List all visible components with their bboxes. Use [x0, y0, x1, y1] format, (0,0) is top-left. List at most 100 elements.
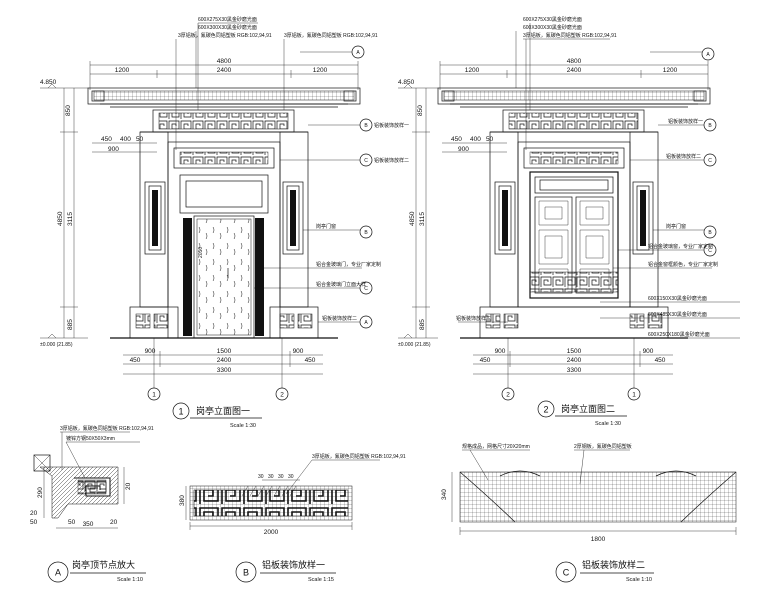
elev2-note-right-6: 600X150X30黑金砂磨光面	[648, 295, 707, 302]
elev2-scale: Scale 1:30	[595, 421, 621, 427]
elev1-axis-1: 1	[152, 392, 156, 399]
elev1-note-right-3: 岗亭门窗	[316, 223, 336, 230]
detail-a-dim-20: 20	[125, 482, 132, 490]
elev1-scale: Scale 1:30	[230, 423, 256, 429]
elev2-bubble-2: B	[708, 123, 712, 129]
elev1-dim-total: 4800	[217, 58, 232, 65]
elev2-note-right-1: 铝板装饰放样一	[668, 118, 703, 125]
elev1-dim-top-2: 2400	[217, 67, 232, 74]
elev1-note-right-1: 铝板装饰放样一	[374, 122, 409, 129]
detail-a-dim-290: 290	[37, 487, 44, 498]
elev2-note-right-3: 岗亭门窗	[666, 223, 686, 230]
elev1-dim-bottom-2: 1500	[217, 348, 232, 355]
elev2-axis-1: 1	[632, 392, 636, 399]
detail-b-dim-small-1: 30	[258, 474, 264, 480]
detail-a-dim-50: 50	[68, 519, 76, 526]
elev1-note-top-1: 600X275X30黑金砂磨光面	[198, 16, 257, 23]
elev1-callouts: A B 铝板装饰放样一 C 铝板装饰放样二 B 岗亭门窗 铝合金玻璃门，专业厂家…	[254, 45, 409, 329]
elev2-axis-2: 2	[506, 392, 510, 399]
detail-a-note-1: 3厚铝板，氟碳色同铝塑板 RGB:102,94,91	[60, 425, 154, 432]
elev1-dim-900: 900	[108, 146, 119, 153]
detail-b-dim-height: 380	[179, 495, 186, 506]
detail-c-letter: C	[563, 568, 570, 578]
elevation-2: 4800 1200 2400 1200 4.850 450 400 50 900	[398, 16, 740, 427]
elev1-dim-small-2: 400	[120, 136, 131, 143]
elev2-dim-bottom2-3: 450	[655, 357, 666, 364]
elev2-dim-bottom-2: 1500	[567, 348, 582, 355]
elev1-dim-left-2: 4850	[57, 211, 64, 226]
elev1-bubble-3: C	[364, 158, 368, 164]
elev2-dim-left-1: 850	[417, 105, 424, 116]
elev2-dim-left-3: 3115	[419, 212, 426, 226]
elev2-dim-bottom2-2: 2400	[567, 357, 582, 364]
elev1-dim-bottom-3: 900	[293, 348, 304, 355]
elev1-dim-left-1: 850	[65, 105, 72, 116]
elev1-axis-2: 2	[280, 392, 284, 399]
elev2-dim-top-1: 1200	[465, 67, 480, 74]
elev1-note-top-2: 600X300X30黑金砂磨光面	[198, 24, 257, 31]
elev2-dim-bottom2-1: 450	[480, 357, 491, 364]
elev2-bubble-3: C	[708, 158, 712, 164]
elev2-callouts: A B 铝板装饰放样一 C 铝板装饰放样二 B 岗亭门窗 C 铝合金玻璃窗，专业…	[600, 47, 740, 339]
detail-c-dim-width: 1800	[591, 536, 606, 543]
detail-b: 3厚铝板，氟碳色同铝塑板 RGB:102,94,91 30 30 30 30 3…	[179, 453, 406, 583]
elev1-dim-top-3: 1200	[313, 67, 328, 74]
elev2-dim-bottom-3: 900	[643, 348, 654, 355]
elev1-level-zero: ±0.000 (21.85)	[40, 342, 73, 348]
detail-c-scale: Scale 1:10	[626, 577, 652, 583]
detail-c-note-1: 规格成品，网格尺寸20X20mm	[462, 443, 530, 450]
elev1-dim-bottom2-1: 450	[130, 357, 141, 364]
elev1-dim-bottom2-3: 450	[305, 357, 316, 364]
elev2-note-right-8: 600X250X180黑金砂磨光面	[648, 331, 710, 338]
detail-a-note-2: 镀锌方钢50X50X3mm	[66, 435, 115, 442]
elev2-title: 岗亭立面图二	[561, 403, 615, 414]
detail-c-dim-height: 340	[441, 489, 448, 500]
elev1-dim-bottom2-2: 2400	[217, 357, 232, 364]
elev2-level-top: 4.850	[398, 79, 415, 86]
elev2-dim-small-1: 450	[451, 136, 462, 143]
detail-b-title: 铝板装饰放样一	[262, 559, 325, 570]
detail-b-dim-width: 2000	[264, 529, 279, 536]
detail-b-dim-small-3: 30	[278, 474, 284, 480]
elev2-level-zero: ±0.000 (21.85)	[398, 342, 431, 348]
detail-a-dim-20b: 20	[110, 519, 118, 526]
elev1-note-right-5: 铝合金玻璃门立面大样	[316, 281, 366, 288]
elev2-dim-top-3: 1200	[663, 67, 678, 74]
elev2-dim-total: 4800	[567, 58, 582, 65]
elev2-dim-bottom-total: 3300	[567, 367, 582, 374]
elev1-number: 1	[178, 407, 183, 417]
elev1-note-top-3: 3厚铝板，氟碳色同铝塑板 RGB:102,94,91	[178, 32, 272, 39]
elev1-dim-top-1: 1200	[115, 67, 130, 74]
elev2-dim-bottom-1: 900	[495, 348, 506, 355]
elev2-bubble-1: A	[706, 52, 710, 58]
elev2-note-right-5: 铝合金窗框颜色，专业厂家定制	[648, 261, 718, 268]
detail-b-dim-small-2: 30	[268, 474, 274, 480]
elev1-note-right-2: 铝板装饰放样二	[374, 157, 409, 164]
detail-a-letter: A	[55, 568, 61, 578]
detail-a-scale: Scale 1:10	[117, 577, 143, 583]
detail-c-title: 铝板装饰放样二	[582, 559, 645, 570]
elev2-number: 2	[543, 405, 548, 415]
elev1-title: 岗亭立面图一	[196, 405, 250, 416]
elev1-note-right-6: 铝板装饰放样二	[322, 315, 357, 322]
detail-a-title: 岗亭顶节点放大	[72, 559, 135, 570]
elev1-level-top: 4.850	[40, 79, 57, 86]
detail-b-letter: B	[243, 568, 249, 578]
elev1-bubble-1: A	[356, 50, 360, 56]
elev2-bubble-5: C	[708, 248, 712, 254]
elev2-dim-900: 900	[458, 146, 469, 153]
detail-b-dim-small-4: 30	[288, 474, 294, 480]
detail-b-note: 3厚铝板，氟碳色同铝塑板 RGB:102,94,91	[312, 453, 406, 460]
elev2-dim-small-2: 400	[470, 136, 481, 143]
elev1-door-label: 2050	[198, 247, 204, 258]
elev1-note-right-4: 铝合金玻璃门，专业厂家定制	[316, 261, 381, 268]
detail-a-dim-350: 350	[83, 521, 94, 528]
elev1-dim-bottom-total: 3300	[217, 367, 232, 374]
elev2-note-top-2: 600X300X30黑金砂磨光面	[523, 24, 582, 31]
elev1-bubble-2: B	[364, 123, 368, 129]
elev1-bubble-5: C	[364, 286, 368, 292]
elev1-dim-bottom-1: 900	[145, 348, 156, 355]
elev2-dim-left-4: 885	[419, 319, 426, 330]
elev1-dim-left-4: 885	[67, 319, 74, 330]
